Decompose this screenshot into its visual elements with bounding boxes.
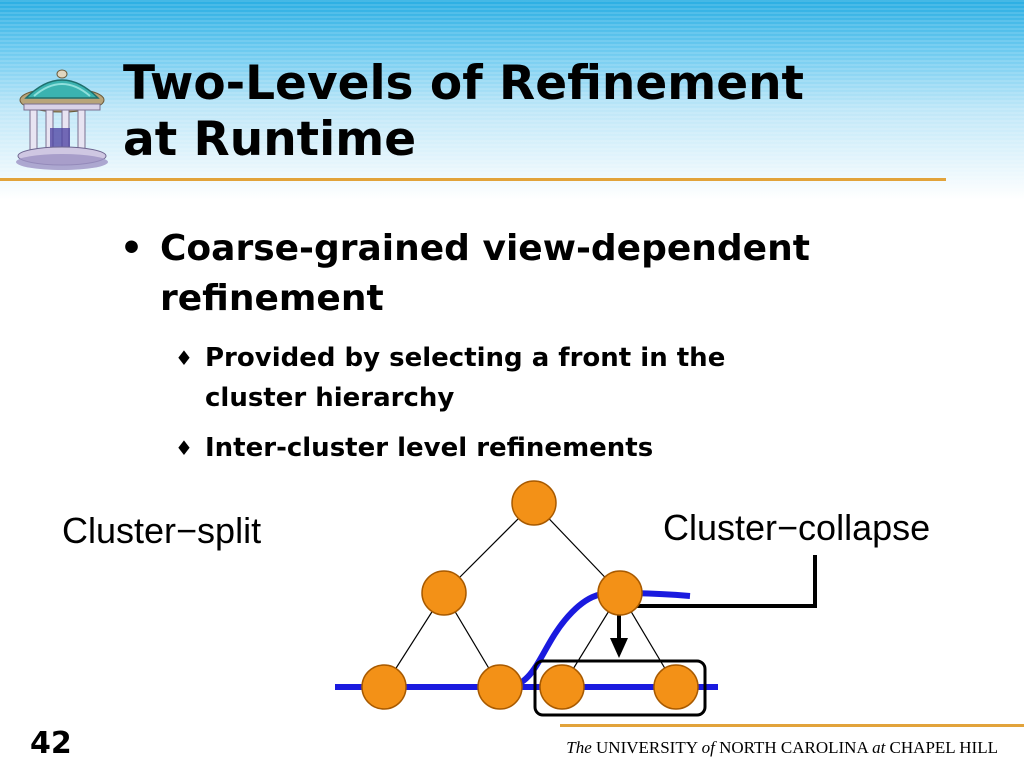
bullet-main-line-2: refinement xyxy=(160,278,384,319)
front-curve xyxy=(335,589,691,690)
leaf-node xyxy=(653,664,699,710)
root-node xyxy=(511,480,557,526)
diamond-bullet-icon: ♦ xyxy=(175,346,193,370)
footer-chapel-hill: CHAPEL HILL xyxy=(889,738,998,757)
bullet-main-line-1: Coarse-grained view-dependent xyxy=(160,228,810,269)
sub-bullet-1-line-1: Provided by selecting a front in the xyxy=(205,343,726,373)
leaf-node xyxy=(477,664,523,710)
footer-north-carolina: NORTH CAROLINA xyxy=(719,738,868,757)
bullet-main: • Coarse-grained view-dependent refineme… xyxy=(120,224,920,324)
header-background xyxy=(0,0,1024,200)
cluster-hierarchy-diagram: Cluster−split Cluster−collapse xyxy=(62,480,930,717)
arrow-head-icon xyxy=(610,638,628,658)
footer-the: The xyxy=(566,738,592,757)
bullet-marker: • xyxy=(120,228,144,269)
leaf-node xyxy=(361,664,407,710)
footer-university: UNIVERSITY xyxy=(596,738,698,757)
sub-bullet-2-line-1: Inter-cluster level refinements xyxy=(205,433,654,463)
sub-bullet-1: ♦ Provided by selecting a front in the c… xyxy=(175,338,875,418)
footer-rule xyxy=(560,724,1024,727)
cluster-collapse-label: Cluster−collapse xyxy=(663,507,930,548)
header-stripes xyxy=(0,0,1024,200)
tree-node xyxy=(597,570,643,616)
page-number: 42 xyxy=(30,726,72,761)
collapse-connector xyxy=(617,555,817,642)
sub-bullet-2: ♦ Inter-cluster level refinements xyxy=(175,428,875,468)
sub-bullet-1-line-2: cluster hierarchy xyxy=(205,383,455,413)
cluster-split-label: Cluster−split xyxy=(62,510,261,551)
collapse-selection-box xyxy=(533,659,707,717)
leaf-node xyxy=(539,664,585,710)
slide-title: Two-Levels of Refinement at Runtime xyxy=(123,56,943,168)
university-footer: The UNIVERSITY of NORTH CAROLINA at CHAP… xyxy=(566,738,998,758)
footer-of: of xyxy=(701,738,715,757)
footer-at: at xyxy=(872,738,886,757)
title-line-2: at Runtime xyxy=(123,112,417,167)
old-well-logo-icon xyxy=(16,69,108,170)
title-underline xyxy=(0,178,946,181)
tree-node xyxy=(421,570,467,616)
tree-nodes xyxy=(361,480,699,710)
diamond-bullet-icon: ♦ xyxy=(175,436,193,460)
title-line-1: Two-Levels of Refinement xyxy=(123,56,805,111)
